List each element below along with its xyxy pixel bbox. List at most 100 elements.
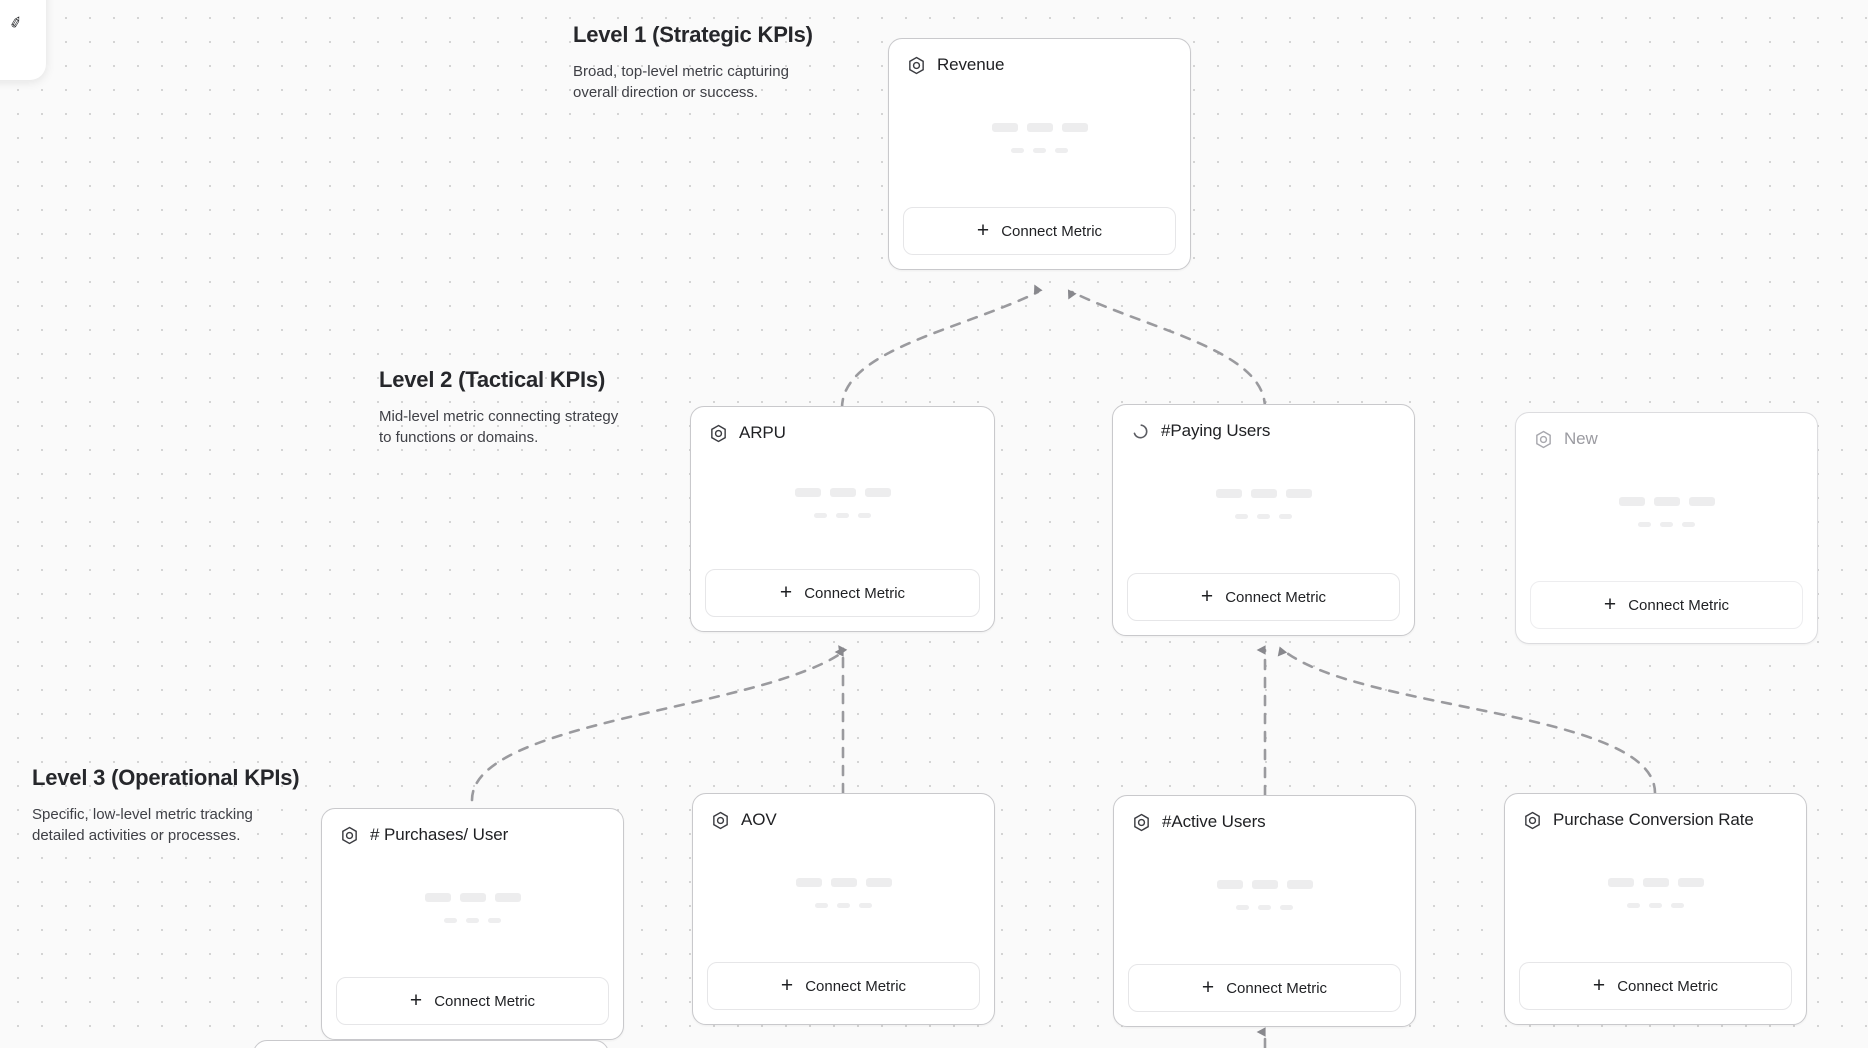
hexagon-target-icon xyxy=(713,811,728,829)
plus-icon: + xyxy=(1592,973,1606,997)
skeleton-bar xyxy=(830,878,857,887)
card-skeleton-body xyxy=(1113,441,1414,573)
card-title: #Active Users xyxy=(1162,812,1266,831)
skeleton-bar xyxy=(829,488,856,497)
skeleton-bar xyxy=(837,903,850,908)
skeleton-bar xyxy=(1607,878,1634,887)
skeleton-bar xyxy=(858,513,871,518)
connect-metric-button[interactable]: + Connect Metric xyxy=(705,569,980,617)
skeleton-bar xyxy=(1279,514,1292,519)
connect-metric-button[interactable]: + Connect Metric xyxy=(336,977,609,1025)
skeleton-row-secondary xyxy=(1627,903,1684,908)
card-header: New xyxy=(1516,413,1817,449)
card-header: AOV xyxy=(693,794,994,830)
plus-icon: + xyxy=(409,988,423,1012)
skeleton-bar xyxy=(488,918,501,923)
skeleton-bar xyxy=(1011,148,1024,153)
skeleton-bar xyxy=(991,123,1018,132)
card-title: #Paying Users xyxy=(1161,421,1271,440)
metric-card-aov[interactable]: AOV + Connect Metric xyxy=(692,793,995,1025)
card-title: Revenue xyxy=(937,55,1005,74)
hexagon-target-icon xyxy=(1536,430,1551,448)
connect-metric-button[interactable]: + Connect Metric xyxy=(1519,962,1792,1010)
skeleton-bar xyxy=(1671,903,1684,908)
connect-metric-label: Connect Metric xyxy=(804,584,906,602)
skeleton-row-secondary xyxy=(444,918,501,923)
card-header: Purchase Conversion Rate xyxy=(1505,794,1806,830)
metric-card-purchases-per-user[interactable]: # Purchases/ User + Connect Metric xyxy=(321,808,624,1040)
card-header: # Purchases/ User xyxy=(322,809,623,845)
skeleton-bar xyxy=(1627,903,1640,908)
skeleton-bar xyxy=(859,903,872,908)
card-header: Revenue xyxy=(889,39,1190,75)
connect-metric-label: Connect Metric xyxy=(1001,222,1103,240)
skeleton-bar xyxy=(1677,878,1704,887)
metric-card-arpu[interactable]: ARPU + Connect Metric xyxy=(690,406,995,632)
skeleton-bar xyxy=(1061,123,1088,132)
skeleton-bar xyxy=(1682,522,1695,527)
skeleton-row-primary xyxy=(795,878,892,887)
skeleton-row-primary xyxy=(1215,489,1312,498)
metric-card-partial-bottom[interactable] xyxy=(253,1040,609,1048)
skeleton-bar xyxy=(1688,497,1715,506)
metric-card-revenue[interactable]: Revenue + Connect Metric xyxy=(888,38,1191,270)
connect-metric-button[interactable]: + Connect Metric xyxy=(707,962,980,1010)
hexagon-target-icon xyxy=(1525,811,1540,829)
metric-card-active-users[interactable]: #Active Users + Connect Metric xyxy=(1113,795,1416,1027)
metric-card-new[interactable]: New + Connect Metric xyxy=(1515,412,1818,644)
skeleton-bar xyxy=(1055,148,1068,153)
connect-metric-button[interactable]: + Connect Metric xyxy=(1127,573,1400,621)
plus-icon: + xyxy=(1603,592,1617,616)
connect-metric-button[interactable]: + Connect Metric xyxy=(903,207,1176,255)
card-skeleton-body xyxy=(322,845,623,977)
card-skeleton-body xyxy=(1114,832,1415,964)
skeleton-row-secondary xyxy=(1236,905,1293,910)
skeleton-bar xyxy=(1257,514,1270,519)
plus-icon: + xyxy=(976,218,990,242)
skeleton-row-primary xyxy=(424,893,521,902)
card-title: ARPU xyxy=(739,423,786,442)
connect-metric-label: Connect Metric xyxy=(1628,596,1730,614)
skeleton-row-secondary xyxy=(1638,522,1695,527)
skeleton-bar xyxy=(1236,905,1249,910)
skeleton-bar xyxy=(444,918,457,923)
level-1-title: Level 1 (Strategic KPIs) xyxy=(573,22,813,47)
skeleton-bar xyxy=(814,513,827,518)
card-title: AOV xyxy=(741,810,777,829)
skeleton-bar xyxy=(1642,878,1669,887)
skeleton-bar xyxy=(864,488,891,497)
connect-metric-label: Connect Metric xyxy=(434,992,536,1010)
level-1-description: Broad, top-level metric capturing overal… xyxy=(573,63,789,102)
spinner-icon xyxy=(1133,423,1148,438)
skeleton-bar xyxy=(1649,903,1662,908)
skeleton-row-primary xyxy=(1216,880,1313,889)
level-2-description: Mid-level metric connecting strategy to … xyxy=(379,408,619,447)
plus-icon: + xyxy=(1201,975,1215,999)
skeleton-bar xyxy=(494,893,521,902)
skeleton-row-secondary xyxy=(815,903,872,908)
metric-card-paying-users[interactable]: #Paying Users + Connect Metric xyxy=(1112,404,1415,636)
metric-card-purchase-conversion-rate[interactable]: Purchase Conversion Rate + Connect Metri… xyxy=(1504,793,1807,1025)
skeleton-bar xyxy=(794,488,821,497)
skeleton-bar xyxy=(1258,905,1271,910)
skeleton-row-primary xyxy=(1618,497,1715,506)
skeleton-bar xyxy=(1618,497,1645,506)
card-skeleton-body xyxy=(889,75,1190,207)
skeleton-bar xyxy=(1250,489,1277,498)
floating-corner-panel[interactable]: ✐ xyxy=(0,0,46,80)
level-2-title: Level 2 (Tactical KPIs) xyxy=(379,367,606,392)
skeleton-bar xyxy=(865,878,892,887)
skeleton-bar xyxy=(815,903,828,908)
skeleton-bar xyxy=(795,878,822,887)
skeleton-bar xyxy=(1033,148,1046,153)
connect-metric-button[interactable]: + Connect Metric xyxy=(1128,964,1401,1012)
connect-metric-label: Connect Metric xyxy=(805,977,907,995)
card-header: ARPU xyxy=(691,407,994,443)
skeleton-row-primary xyxy=(1607,878,1704,887)
connect-metric-button[interactable]: + Connect Metric xyxy=(1530,581,1803,629)
skeleton-row-primary xyxy=(794,488,891,497)
skeleton-bar xyxy=(1235,514,1248,519)
card-skeleton-body xyxy=(1516,449,1817,581)
connect-metric-label: Connect Metric xyxy=(1226,979,1328,997)
